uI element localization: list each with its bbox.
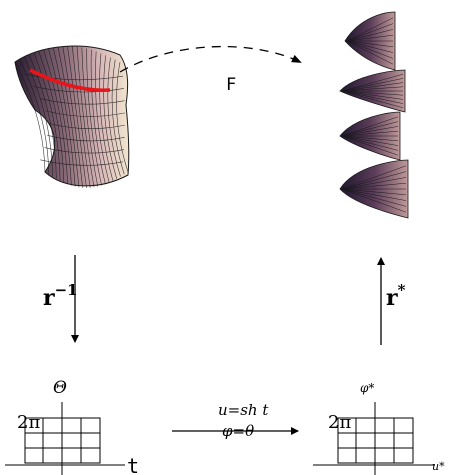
red-curve-icon	[29, 68, 111, 92]
theta-label: Θ	[53, 378, 67, 398]
map-f-label: F	[226, 75, 236, 95]
r-inverse-exp: −1	[55, 281, 78, 299]
two-pi-left-label: 2π	[17, 412, 40, 433]
t-axis-label: t	[127, 454, 139, 475]
hyperboloid-surface-icon	[14, 45, 130, 189]
r-inverse-base: r	[43, 285, 55, 311]
phi-u-grid	[313, 402, 435, 475]
helicoid-surface-icon	[339, 11, 409, 219]
r-inverse-label: r−1	[43, 281, 78, 311]
transform-line2: φ=θ	[222, 422, 254, 440]
r-star-exp: *	[398, 281, 406, 299]
phi-star-label: φ*	[360, 381, 374, 395]
transform-line1: u=sh t	[218, 401, 269, 419]
theta-t-grid	[5, 402, 125, 475]
two-pi-right-label: 2π	[328, 412, 351, 433]
r-star-label: r*	[386, 281, 406, 311]
map-f-arrow	[119, 45, 302, 73]
u-star-axis-label: u*	[432, 460, 445, 473]
r-star-base: r	[386, 285, 398, 311]
